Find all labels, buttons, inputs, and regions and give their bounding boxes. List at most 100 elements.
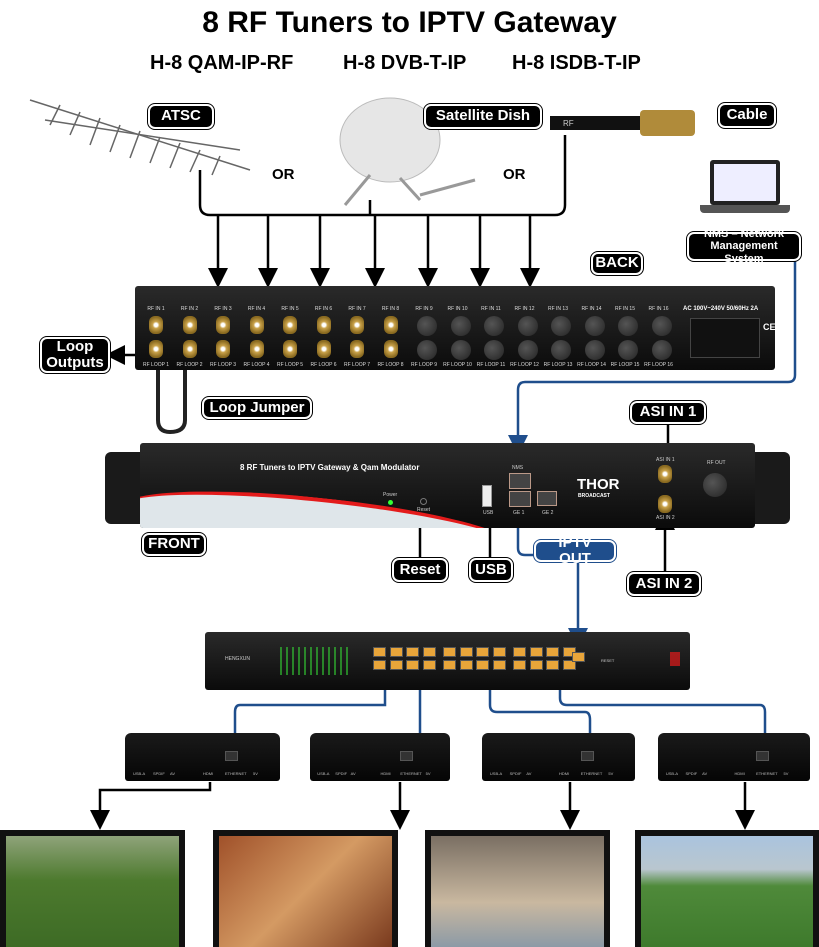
rf-loop-port[interactable] xyxy=(216,340,230,358)
rf-in-port[interactable] xyxy=(383,316,398,334)
stb-port-label: SPDIF xyxy=(335,771,348,776)
switch-port[interactable] xyxy=(389,660,403,670)
nms-port[interactable] xyxy=(509,473,531,489)
switch-port[interactable] xyxy=(476,660,489,670)
rf-in-port[interactable] xyxy=(182,316,197,334)
rf-in-label: RF IN 16 xyxy=(648,306,669,312)
nms-port-text: NMS xyxy=(512,465,524,471)
rf-in-port[interactable] xyxy=(551,316,571,336)
rf-in-port[interactable] xyxy=(249,316,264,334)
ge1-port[interactable] xyxy=(509,491,531,507)
usb-label: USB xyxy=(469,558,513,582)
rf-in-port[interactable] xyxy=(618,316,638,336)
switch-port[interactable] xyxy=(373,660,386,670)
rf-in-label: RF IN 5 xyxy=(281,306,299,312)
rf-in-port[interactable] xyxy=(149,316,163,334)
rf-in-label: RF IN 8 xyxy=(381,306,400,312)
stb-ethernet-port[interactable] xyxy=(225,751,238,761)
rf-loop-port[interactable] xyxy=(551,340,571,360)
stb-port-label: 5V xyxy=(783,771,789,776)
stb-port-label: ETHERNET xyxy=(225,771,247,776)
rf-loop-port[interactable] xyxy=(182,340,197,358)
switch-port[interactable] xyxy=(443,647,456,657)
asi-in-1-port[interactable] xyxy=(658,465,672,483)
rf-loop-port[interactable] xyxy=(249,340,264,358)
rf-in-port[interactable] xyxy=(584,316,605,336)
rf-in-port[interactable] xyxy=(517,316,538,336)
stb-ethernet-port[interactable] xyxy=(400,751,414,761)
switch-port[interactable] xyxy=(529,647,543,657)
rf-loop-label: RF LOOP 1 xyxy=(142,362,170,368)
rf-loop-port[interactable] xyxy=(517,340,538,360)
switch-port[interactable] xyxy=(529,660,543,670)
switch-port[interactable] xyxy=(513,647,526,657)
power-led-label: Power xyxy=(383,492,398,498)
rf-out-port[interactable] xyxy=(703,473,727,497)
rf-loop-label: RF LOOP 9 xyxy=(410,362,438,368)
switch-port[interactable] xyxy=(459,647,473,657)
switch-port[interactable] xyxy=(406,647,419,657)
stb-port-label: AV xyxy=(170,771,176,776)
rf-loop-port[interactable] xyxy=(618,340,638,360)
loop-outputs-label: Loop Outputs xyxy=(40,337,110,373)
switch-port[interactable] xyxy=(373,647,386,657)
rf-in-port[interactable] xyxy=(450,316,471,336)
switch-port[interactable] xyxy=(443,660,456,670)
switch-port[interactable] xyxy=(492,647,506,657)
rf-loop-label: RF LOOP 14 xyxy=(577,362,606,368)
rf-loop-label: RF LOOP 12 xyxy=(510,362,539,368)
tv-3 xyxy=(425,830,610,947)
switch-port[interactable] xyxy=(389,647,403,657)
rf-loop-port[interactable] xyxy=(450,340,471,360)
nms-label: NMS – Network Management System xyxy=(687,228,801,265)
rf-in-port[interactable] xyxy=(350,316,364,334)
rf-loop-port[interactable] xyxy=(417,340,437,360)
switch-brand: HENGXUN xyxy=(225,656,251,662)
switch-port[interactable] xyxy=(492,660,506,670)
switch-port[interactable] xyxy=(546,660,559,670)
rf-loop-port[interactable] xyxy=(350,340,364,358)
rf-loop-port[interactable] xyxy=(651,340,672,360)
switch-uplink-port[interactable] xyxy=(572,652,585,662)
rf-in-port[interactable] xyxy=(316,316,331,334)
stb-ethernet-port[interactable] xyxy=(580,751,594,761)
rf-in-label: RF IN 13 xyxy=(547,306,568,312)
switch-port[interactable] xyxy=(562,660,576,670)
stb-port-label: USB-A xyxy=(665,771,679,776)
reset-button[interactable] xyxy=(420,498,427,505)
rf-loop-port[interactable] xyxy=(316,340,331,358)
rf-in-port[interactable] xyxy=(417,316,437,336)
rf-loop-label: RF LOOP 5 xyxy=(276,362,304,368)
reset-text: Reset xyxy=(417,507,431,513)
switch-port[interactable] xyxy=(422,660,436,670)
rf-loop-port[interactable] xyxy=(383,340,398,358)
stb-ethernet-port[interactable] xyxy=(756,751,770,761)
rf-in-port[interactable] xyxy=(216,316,230,334)
stb-port-label: ETHERNET xyxy=(756,771,778,776)
rf-in-port[interactable] xyxy=(484,316,504,336)
rf-loop-port[interactable] xyxy=(584,340,605,360)
switch-port[interactable] xyxy=(546,647,559,657)
rf-in-port[interactable] xyxy=(283,316,297,334)
device-name: 8 RF Tuners to IPTV Gateway & Qam Modula… xyxy=(240,463,420,472)
rf-loop-port[interactable] xyxy=(283,340,297,358)
rf-loop-port[interactable] xyxy=(149,340,163,358)
stb-port-label: HDMI xyxy=(380,771,391,776)
tv-1 xyxy=(0,830,185,947)
ge2-text: GE 2 xyxy=(542,510,554,516)
switch-port[interactable] xyxy=(476,647,489,657)
switch-port[interactable] xyxy=(406,660,419,670)
rf-in-port[interactable] xyxy=(651,316,672,336)
switch-port[interactable] xyxy=(513,660,526,670)
switch-leds xyxy=(280,647,350,675)
switch-port[interactable] xyxy=(422,647,436,657)
switch-port[interactable] xyxy=(459,660,473,670)
rf-loop-port[interactable] xyxy=(484,340,504,360)
usb-port[interactable] xyxy=(482,485,492,507)
power-rating: AC 100V~240V 50/60Hz 2A xyxy=(683,306,759,312)
asi-in-2-port[interactable] xyxy=(658,495,672,513)
back-label: BACK xyxy=(591,252,643,275)
ge2-port[interactable] xyxy=(537,491,557,506)
